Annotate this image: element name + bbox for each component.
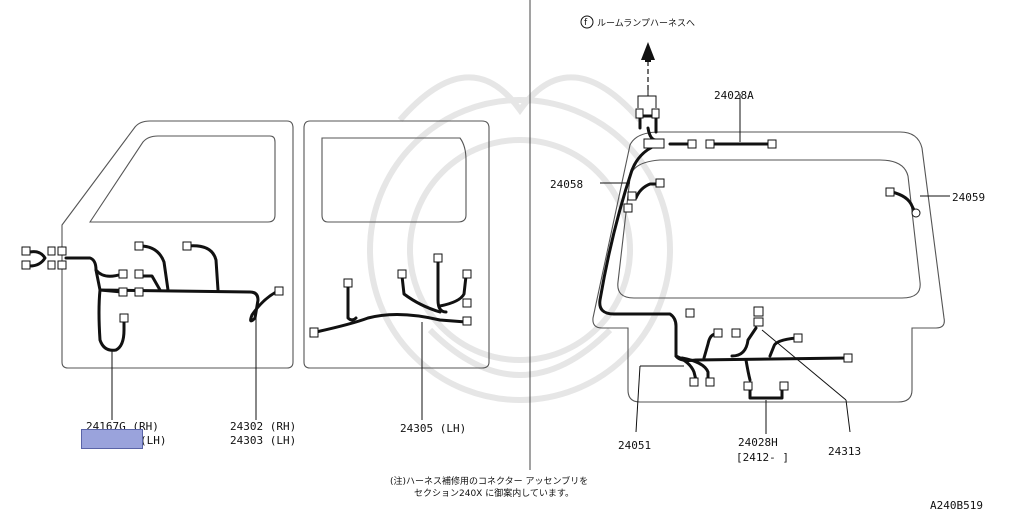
label-24058: 24058 — [550, 178, 583, 191]
label-24305: 24305 (LH) — [400, 422, 466, 435]
room-lamp-text: ルームランプハーネスへ — [597, 18, 695, 29]
front-door — [61, 120, 294, 369]
label-24028A: 24028A — [714, 89, 754, 102]
label-24059: 24059 — [952, 191, 985, 204]
front-door-harness — [21, 241, 284, 352]
highlight-box — [81, 429, 143, 449]
figure-code: A240B519 — [930, 499, 983, 511]
label-24313: 24313 — [828, 445, 861, 458]
label-24051: 24051 — [618, 439, 651, 452]
front-door-leaders — [111, 318, 257, 420]
back-door-leaders — [600, 94, 950, 434]
rear-door-harness — [309, 253, 472, 338]
note-line-1: (注)ハーネス補修用のコネクター アッセンブリを — [390, 475, 588, 487]
label-24167G-lh: (LH) — [140, 434, 167, 447]
label-24302: 24302 (RH) — [230, 420, 296, 433]
back-door-harness — [598, 108, 921, 400]
label-24303: 24303 (LH) — [230, 434, 296, 447]
rear-door — [303, 120, 490, 369]
label-24028H: 24028H — [738, 436, 778, 449]
room-lamp-arrow — [637, 42, 657, 108]
note-line-2: セクション240X に御案内しています。 — [414, 487, 574, 499]
room-lamp-callout: f ルームランプハーネスへ — [580, 15, 695, 29]
back-door — [592, 131, 945, 403]
watermark-emblem — [367, 74, 673, 403]
label-24028H-range: [2412- ] — [736, 451, 789, 464]
room-lamp-marker: f — [584, 18, 588, 28]
